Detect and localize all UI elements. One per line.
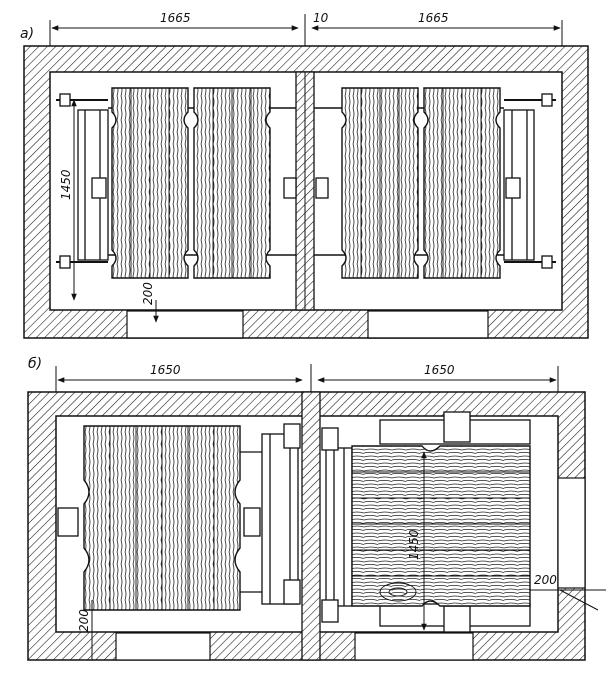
view-a-dim-height: 1450 (59, 169, 73, 200)
view-a-dim-bottom: 200 (141, 282, 155, 305)
view-b-wall-recess (557, 477, 586, 589)
timber-stack-horizontal (351, 445, 531, 607)
view-b-label: б) (28, 356, 42, 372)
view-b-dim-bottom-right: 200 (534, 573, 557, 587)
view-b-dim-left: 1650 (150, 363, 181, 377)
view-a-label: a) (20, 26, 34, 42)
view-a-dimensions (49, 14, 563, 323)
view-b-frame-right (321, 411, 531, 633)
view-a-frame-right (314, 93, 556, 269)
view-b-dim-right: 1650 (424, 363, 455, 377)
view-b-dimensions (55, 364, 606, 660)
view-a-dim-gap: 10 (313, 11, 329, 25)
view-a-opening (126, 310, 244, 339)
view-b: б) 1650 1650 1450 200 200 (27, 356, 606, 661)
view-b-partition (301, 391, 321, 661)
view-a-wall (23, 45, 589, 339)
wood-knot (388, 587, 408, 597)
view-a-dim-right: 1665 (418, 11, 449, 25)
view-b-dim-height: 1450 (407, 529, 421, 560)
view-a-dim-left: 1665 (160, 11, 191, 25)
view-b-frame-left (57, 423, 301, 605)
view-a: a) 1665 10 1665 1450 200 (20, 11, 589, 339)
view-b-opening (354, 632, 474, 661)
view-b-dim-bottom-left: 200 (77, 609, 91, 632)
view-b-opening (115, 632, 211, 661)
view-a-timber-stacks (111, 87, 501, 279)
view-a-opening (367, 310, 489, 339)
wood-knot (379, 582, 417, 602)
view-b-wall (27, 391, 586, 661)
